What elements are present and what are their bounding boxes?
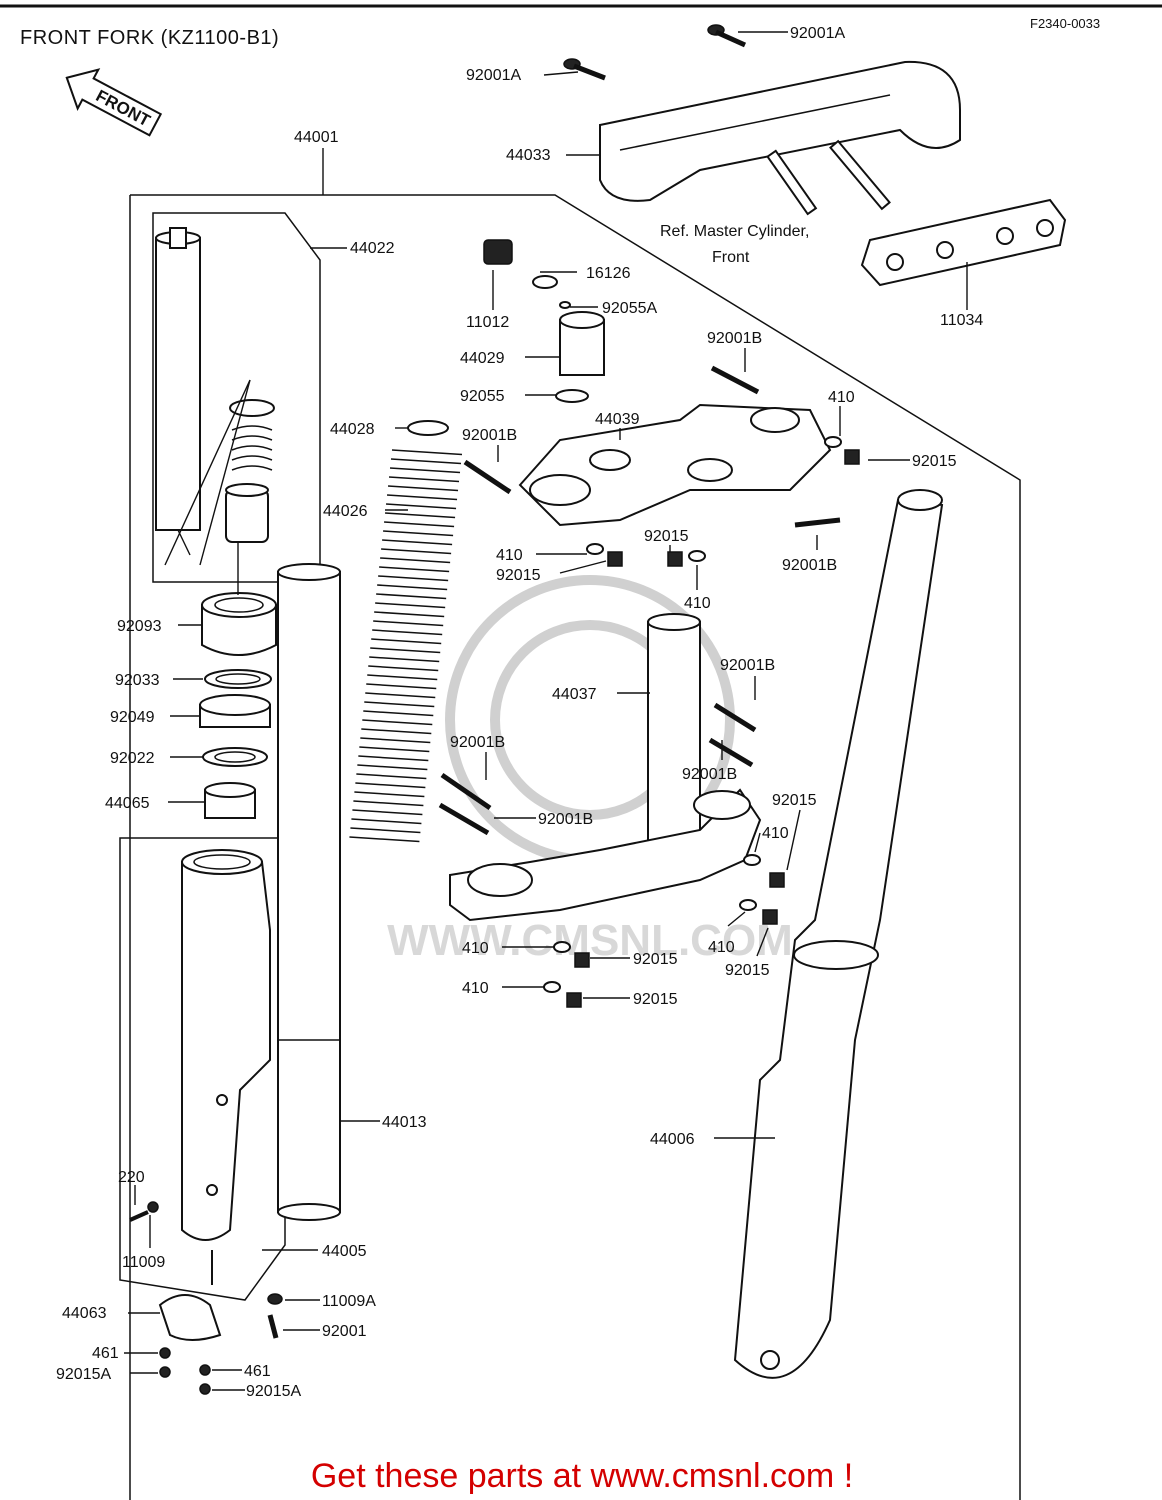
small-hardware	[129, 436, 860, 1395]
upper-bracket-part	[463, 365, 841, 528]
seal-stack	[199, 542, 277, 819]
callout-label: 92015	[633, 951, 678, 968]
callout-label: 11012	[466, 314, 509, 331]
callout-label: 410	[462, 940, 489, 957]
clamp-11034-part	[860, 198, 1067, 287]
callout-label: 92055A	[602, 300, 657, 317]
callout-label: 92015	[772, 792, 817, 809]
callout-label: 44005	[322, 1243, 367, 1260]
callout-label: 92001	[322, 1323, 367, 1340]
callout-label: 44006	[650, 1131, 695, 1148]
callout-label: 44001	[294, 129, 339, 146]
outer-tube-box	[119, 837, 286, 1301]
handlebar-holder-part	[563, 24, 961, 216]
reference-note-line-2: Front	[712, 249, 750, 266]
callout-label: 44065	[105, 795, 150, 812]
callout-label: 92022	[110, 750, 155, 767]
callout-label: 92015	[725, 962, 770, 979]
callout-label: 92001B	[707, 330, 762, 347]
callout-label: 44013	[382, 1114, 427, 1131]
callout-label: 92001B	[782, 557, 837, 574]
callout-label: 92049	[110, 709, 155, 726]
assembly-outline-top	[130, 194, 1021, 1500]
callout-label: 92001A	[466, 67, 521, 84]
callout-label: 92015	[912, 453, 957, 470]
callout-label: 44028	[330, 421, 375, 438]
callout-label: 410	[708, 939, 735, 956]
callout-label: 92093	[117, 618, 162, 635]
fork-outer-tube-left-part	[181, 849, 271, 1285]
callout-label: 92001B	[462, 427, 517, 444]
callout-label: 44033	[506, 147, 551, 164]
callout-label: 44039	[595, 411, 640, 428]
reference-note-line-1: Ref. Master Cylinder,	[660, 223, 809, 240]
callout-label: 44022	[350, 240, 395, 257]
diagram-code: F2340-0033	[1030, 16, 1100, 31]
callout-label: 410	[828, 389, 855, 406]
callout-label: 92015A	[56, 1366, 111, 1383]
callout-label: 92015	[496, 567, 541, 584]
callout-label: 92001B	[720, 657, 775, 674]
inner-tube-box	[152, 212, 321, 583]
watermark-text: WWW.CMSNL.COM	[387, 916, 793, 965]
diagram-title: FRONT FORK (KZ1100-B1)	[20, 27, 279, 49]
callout-label: 92001B	[682, 766, 737, 783]
front-arrow-icon: FRONT	[65, 68, 163, 137]
fork-tube-44013-part	[277, 563, 341, 1221]
callout-label: 92001B	[450, 734, 505, 751]
leader-lines	[124, 31, 968, 1391]
callout-label: 461	[92, 1345, 119, 1362]
callout-label: 44026	[323, 503, 368, 520]
callout-label: 410	[496, 547, 523, 564]
callout-label: 16126	[586, 265, 631, 282]
footer-link[interactable]: Get these parts at www.cmsnl.com !	[311, 1457, 853, 1495]
callout-label: 92015A	[246, 1383, 301, 1400]
callout-labels: 92001A 92001A 44033 11034 44001 44022 16…	[56, 25, 983, 1400]
callout-label: 11009A	[322, 1293, 376, 1310]
callout-label: 220	[118, 1169, 145, 1186]
callout-label: 11034	[940, 312, 983, 329]
callout-label: 410	[684, 595, 711, 612]
damper-parts	[164, 379, 275, 566]
callout-label: 92015	[633, 991, 678, 1008]
callout-label: 92055	[460, 388, 505, 405]
fork-spring-part	[349, 420, 463, 843]
callout-label: 44037	[552, 686, 597, 703]
callout-label: 410	[762, 825, 789, 842]
callout-label: 11009	[122, 1254, 165, 1271]
callout-label: 461	[244, 1363, 271, 1380]
callout-label: 92033	[115, 672, 160, 689]
fork-right-44006-part	[733, 489, 944, 1379]
callout-label: 44029	[460, 350, 505, 367]
callout-label: 92001A	[790, 25, 845, 42]
fork-inner-tube-part	[155, 227, 201, 556]
callout-label: 44063	[62, 1305, 107, 1322]
callout-label: 92015	[644, 528, 689, 545]
steering-nut-parts	[483, 239, 605, 403]
steering-stem-part	[438, 613, 762, 922]
callout-label: 410	[462, 980, 489, 997]
callout-label: 92001B	[538, 811, 593, 828]
